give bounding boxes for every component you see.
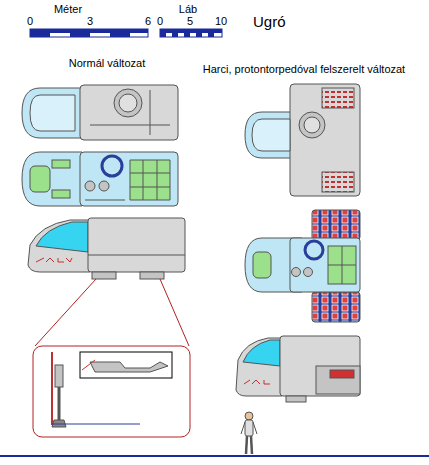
scale-tick: 10 [215,15,227,27]
interior-view-combat [245,210,360,322]
side-view-normal [28,218,185,279]
side-view-combat [236,336,360,402]
interior-view-normal [22,152,178,206]
scale-tick: 0 [27,15,33,27]
variant-heading: Harci, protontorpedóval felszerelt válto… [203,63,405,75]
ground-line [0,455,429,457]
top-view-combat [245,84,360,196]
scale-tick: 5 [187,15,193,27]
detail-callout [33,279,190,437]
scale-unit: Méter [54,3,82,15]
scale-bar-foot [160,29,222,37]
scale-tick: 6 [145,15,151,27]
scale-bar-meter [30,29,148,37]
scale-tick: 3 [87,15,93,27]
top-view-normal [22,85,178,140]
variant-heading: Normál változat [69,57,145,69]
scale-tick: 0 [157,15,163,27]
human-figure [241,412,257,454]
title: Ugró [253,14,286,31]
scale-unit: Láb [179,3,197,15]
